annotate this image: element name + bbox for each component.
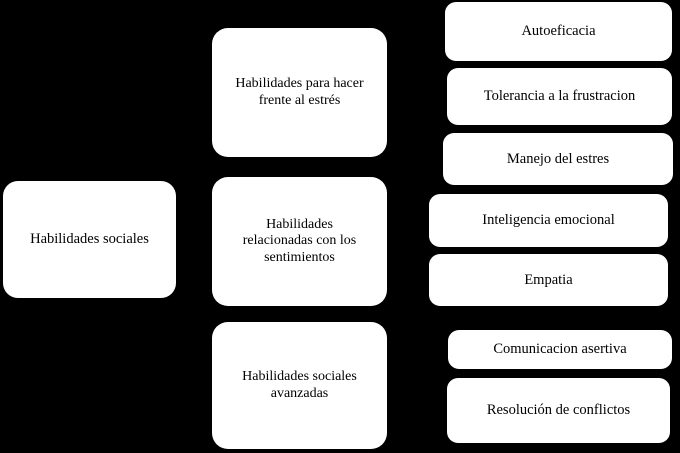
- node-label: Manejo del estres: [506, 150, 610, 167]
- node-category-sentimientos[interactable]: Habilidades relacionadas con los sentimi…: [212, 177, 387, 306]
- node-label: Empatia: [524, 271, 573, 288]
- node-label: Habilidades sociales: [30, 231, 149, 248]
- node-label: Comunicacion asertiva: [493, 341, 627, 358]
- node-leaf-autoeficacia[interactable]: Autoeficacia: [445, 2, 672, 61]
- node-label: Autoeficacia: [521, 23, 596, 40]
- node-label: Tolerancia a la frustracion: [483, 88, 636, 105]
- node-leaf-empatia[interactable]: Empatia: [429, 254, 668, 306]
- node-leaf-manejo-estres[interactable]: Manejo del estres: [443, 133, 673, 185]
- node-leaf-tolerancia-frustracion[interactable]: Tolerancia a la frustracion: [447, 68, 672, 125]
- node-category-avanzadas[interactable]: Habilidades sociales avanzadas: [212, 322, 387, 449]
- node-root-habilidades-sociales[interactable]: Habilidades sociales: [3, 181, 176, 298]
- node-label: Habilidades para hacer frente al estrés: [235, 76, 364, 108]
- node-label: Resolución de conflictos: [486, 402, 631, 419]
- node-leaf-inteligencia-emocional[interactable]: Inteligencia emocional: [429, 194, 668, 247]
- node-label: Inteligencia emocional: [482, 212, 615, 229]
- node-label: Habilidades sociales avanzadas: [242, 369, 357, 401]
- node-label: Habilidades relacionadas con los sentimi…: [242, 217, 357, 265]
- node-leaf-comunicacion-asertiva[interactable]: Comunicacion asertiva: [448, 330, 672, 369]
- node-leaf-resolucion-conflictos[interactable]: Resolución de conflictos: [447, 378, 670, 443]
- node-category-estres[interactable]: Habilidades para hacer frente al estrés: [212, 28, 387, 157]
